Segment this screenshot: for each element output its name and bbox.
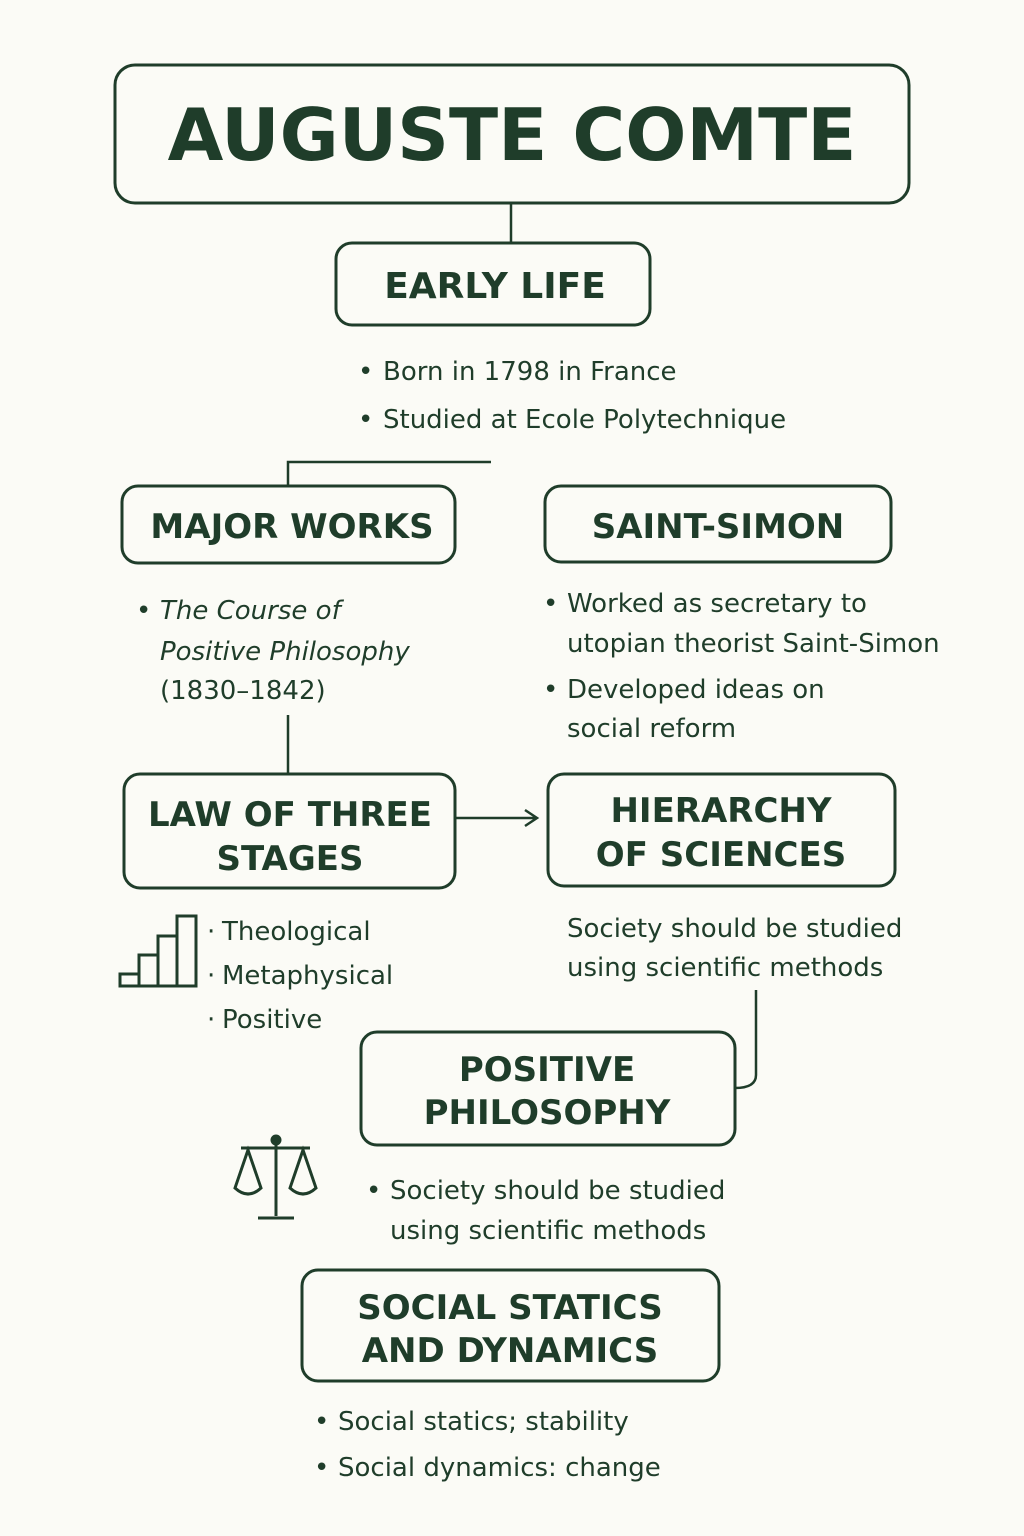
scales-icon bbox=[233, 1134, 318, 1220]
bullet: • bbox=[314, 1453, 329, 1483]
saint-simon-heading: SAINT-SIMON bbox=[592, 507, 845, 547]
bullet: · bbox=[207, 961, 215, 991]
hierarchy-text: using scientific methods bbox=[567, 953, 883, 983]
connector-hierarchy-positive bbox=[734, 990, 758, 1090]
law-heading: LAW OF THREE bbox=[148, 795, 432, 835]
positive-bullet: Society should be studied bbox=[390, 1176, 725, 1206]
early-life-box bbox=[334, 241, 652, 327]
major-works-years: (1830–1842) bbox=[160, 676, 326, 706]
hierarchy-box bbox=[546, 772, 897, 888]
hierarchy-heading: OF SCIENCES bbox=[596, 835, 846, 875]
positive-philosophy-box bbox=[359, 1030, 737, 1147]
major-works-heading: MAJOR WORKS bbox=[150, 507, 433, 547]
hierarchy-heading: HIERARCHY bbox=[610, 791, 831, 831]
saint-simon-bullet: utopian theorist Saint-Simon bbox=[567, 629, 940, 659]
major-works-box bbox=[120, 484, 457, 565]
saint-simon-bullet: social reform bbox=[567, 714, 736, 744]
major-works-title-line: Positive Philosophy bbox=[160, 637, 410, 667]
bullet: • bbox=[136, 596, 151, 626]
positive-heading: POSITIVE bbox=[459, 1050, 635, 1090]
bullet: • bbox=[314, 1407, 329, 1437]
social-bullet: Social statics; stability bbox=[338, 1407, 629, 1437]
positive-heading: PHILOSOPHY bbox=[424, 1093, 671, 1133]
social-heading: AND DYNAMICS bbox=[362, 1331, 659, 1371]
bullet: • bbox=[358, 405, 373, 435]
page-title: AUGUSTE COMTE bbox=[168, 93, 857, 177]
bullet: • bbox=[358, 357, 373, 387]
early-life-heading: EARLY LIFE bbox=[384, 266, 606, 307]
early-life-bullet: Born in 1798 in France bbox=[383, 357, 677, 387]
positive-bullet: using scientific methods bbox=[390, 1216, 706, 1246]
bullet: · bbox=[207, 1005, 215, 1035]
connector-early-works bbox=[286, 460, 491, 487]
stage-item: Metaphysical bbox=[222, 961, 393, 991]
law-of-three-stages-box bbox=[122, 772, 457, 890]
saint-simon-bullet: Developed ideas on bbox=[567, 675, 825, 705]
bullet: • bbox=[366, 1176, 381, 1206]
stage-item: Theological bbox=[221, 917, 371, 947]
bullet: • bbox=[543, 589, 558, 619]
social-heading: SOCIAL STATICS bbox=[357, 1288, 662, 1328]
stage-item: Positive bbox=[222, 1005, 322, 1035]
early-life-bullet: Studied at Ecole Polytechnique bbox=[383, 405, 786, 435]
bullet: · bbox=[207, 917, 215, 947]
saint-simon-box bbox=[543, 484, 893, 564]
bar-steps-icon bbox=[118, 914, 198, 988]
hierarchy-text: Society should be studied bbox=[567, 914, 902, 944]
bullet: • bbox=[543, 675, 558, 705]
law-heading: STAGES bbox=[217, 839, 364, 879]
saint-simon-bullet: Worked as secretary to bbox=[567, 589, 867, 619]
major-works-title-line: The Course of bbox=[160, 596, 345, 626]
arrow-law-hierarchy bbox=[455, 808, 540, 828]
social-statics-box bbox=[300, 1268, 721, 1383]
social-bullet: Social dynamics: change bbox=[338, 1453, 661, 1483]
title-box bbox=[113, 63, 911, 205]
